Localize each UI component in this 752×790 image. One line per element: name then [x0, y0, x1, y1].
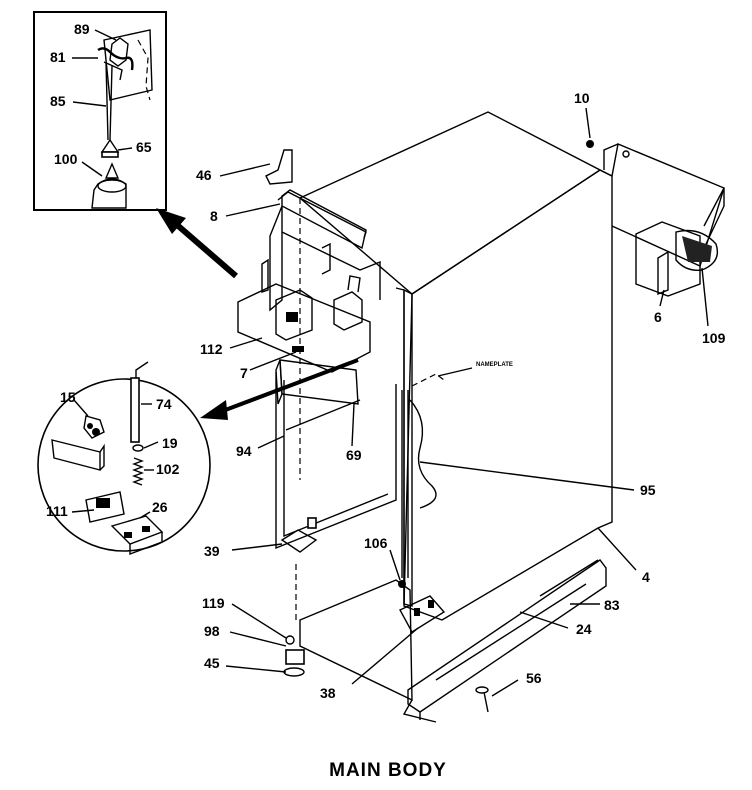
label-15: 15 [60, 389, 76, 405]
thermostat-inset [37, 361, 211, 556]
label-69: 69 [346, 447, 362, 463]
part-labels: 89 81 85 65 100 10 46 8 6 109 112 7 NAME… [46, 21, 726, 701]
compressor-inset [33, 11, 167, 211]
label-6: 6 [654, 309, 662, 325]
diagram-title: MAIN BODY [329, 760, 447, 781]
label-46: 46 [196, 167, 212, 183]
label-119: 119 [202, 595, 225, 611]
label-74: 74 [156, 396, 172, 412]
label-19: 19 [162, 435, 178, 451]
label-98: 98 [204, 623, 220, 639]
label-65: 65 [136, 139, 152, 155]
label-nameplate: NAMEPLATE [476, 362, 513, 368]
label-56: 56 [526, 670, 542, 686]
arrow-to-compressor-inset [156, 208, 238, 279]
label-95: 95 [640, 482, 656, 498]
label-89: 89 [74, 21, 90, 37]
label-112: 112 [200, 341, 223, 357]
label-83: 83 [604, 597, 620, 613]
label-10: 10 [574, 90, 590, 106]
label-111: 111 [46, 503, 68, 519]
label-106: 106 [364, 535, 388, 551]
cabinet [237, 111, 725, 723]
label-7: 7 [240, 365, 248, 381]
label-109: 109 [702, 330, 726, 346]
label-85: 85 [50, 93, 66, 109]
label-81: 81 [50, 49, 66, 65]
label-45: 45 [204, 655, 220, 671]
label-39: 39 [204, 543, 220, 559]
label-94: 94 [236, 443, 252, 459]
label-8: 8 [210, 208, 218, 224]
label-24: 24 [576, 621, 592, 637]
label-4: 4 [642, 569, 650, 585]
label-102: 102 [156, 461, 180, 477]
label-100: 100 [54, 151, 78, 167]
label-38: 38 [320, 685, 336, 701]
arrow-to-thermostat-inset [200, 358, 359, 420]
label-26: 26 [152, 499, 168, 515]
leader-lines [219, 107, 709, 697]
